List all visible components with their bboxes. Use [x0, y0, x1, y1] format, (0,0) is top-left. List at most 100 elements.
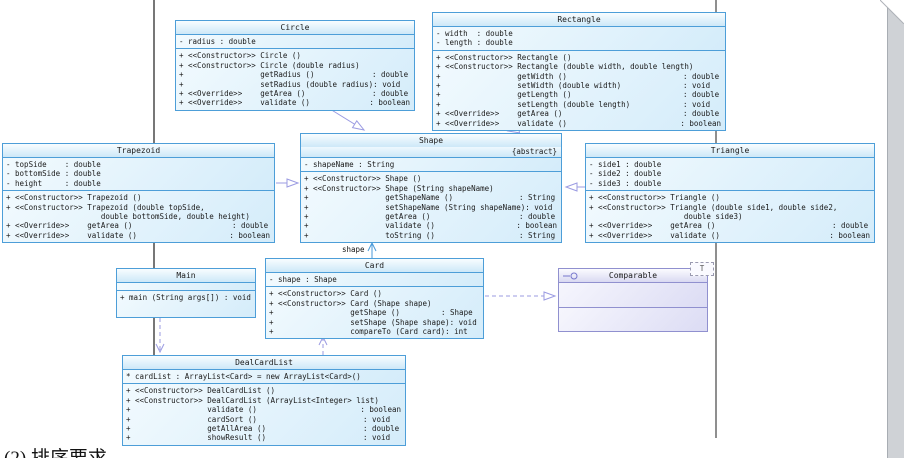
methods-compartment: + <<Constructor>> Triangle ()+ <<Constru…: [586, 190, 874, 243]
methods-compartment: + <<Constructor>> Shape ()+ <<Constructo…: [301, 171, 561, 243]
member-row: + <<Constructor>> Circle (): [179, 51, 301, 61]
interface-name: Comparable: [608, 271, 658, 280]
class-circle: Circle - radius : double + <<Constructor…: [175, 20, 415, 111]
association-role-label: shape: [342, 245, 365, 254]
member-row: + <<Constructor>> Shape (): [304, 174, 422, 184]
member-row: - bottomSide : double: [6, 169, 101, 179]
member-row: + setShape (Shape shape): void: [269, 317, 477, 327]
member-row: + <<Constructor>> Triangle (): [589, 193, 720, 203]
abstract-tag: {abstract}: [301, 147, 561, 157]
member-row: + <<Constructor>> Trapezoid (): [6, 193, 142, 203]
methods-compartment: + <<Constructor>> Circle ()+ <<Construct…: [176, 48, 414, 110]
member-row: + toString (): String: [304, 230, 556, 240]
member-row: + main (String args[]) : void: [120, 293, 251, 302]
type-parameter-box: T: [690, 262, 714, 276]
interface-title: Comparable: [559, 269, 707, 282]
member-row: - length : double: [436, 38, 513, 48]
attributes-compartment: - topSide : double- bottomSide : double-…: [3, 157, 274, 191]
member-row: + <<Override>> getArea (): double: [179, 89, 409, 99]
document-caption: (2) 排序要求: [4, 443, 107, 458]
class-title: Rectangle: [433, 13, 725, 26]
member-row: + <<Constructor>> Card (Shape shape): [269, 298, 432, 308]
methods-compartment: + <<Constructor>> Trapezoid ()+ <<Constr…: [3, 190, 274, 243]
member-row: + getShape (): Shape: [269, 308, 473, 318]
member-row: + compareTo (Card card): int: [269, 327, 468, 337]
member-row: + getShapeName (): String: [304, 193, 556, 203]
class-title: Card: [266, 259, 483, 272]
class-dealcardlist: DealCardList * cardList : ArrayList<Card…: [122, 355, 406, 446]
class-main: Main + main (String args[]) : void: [116, 268, 256, 318]
member-row: double bottomSide, double height): [6, 212, 250, 222]
member-row: - height : double: [6, 178, 101, 188]
member-row: + <<Override>> getArea (): double: [589, 221, 869, 231]
class-shape: Shape {abstract} - shapeName : String + …: [300, 133, 562, 244]
class-triangle: Triangle - side1 : double- side2 : doubl…: [585, 143, 875, 244]
attributes-compartment: * cardList : ArrayList<Card> = new Array…: [123, 369, 405, 384]
attributes-compartment: - width : double- length : double: [433, 26, 725, 50]
interface-comparable: Comparable: [558, 268, 708, 332]
member-row: - shape : Shape: [269, 275, 337, 284]
methods-compartment: + main (String args[]) : void: [117, 290, 255, 317]
attributes-compartment: - shapeName : String: [301, 157, 561, 172]
member-row: double side3): [589, 212, 743, 222]
member-row: - side3 : double: [589, 178, 662, 188]
member-row: + setShapeName (String shapeName): void: [304, 202, 553, 212]
member-row: - shapeName : String: [304, 160, 395, 169]
class-card: Card - shape : Shape + <<Constructor>> C…: [265, 258, 484, 340]
methods-compartment: + <<Constructor>> Card ()+ <<Constructor…: [266, 286, 483, 339]
member-row: + setRadius (double radius): void: [179, 79, 401, 89]
member-row: + validate (): boolean: [126, 405, 401, 415]
class-title: Main: [117, 269, 255, 282]
interface-lollipop-icon: [563, 272, 578, 280]
methods-compartment: + <<Constructor>> DealCardList ()+ <<Con…: [123, 383, 405, 445]
attributes-compartment: - radius : double: [176, 34, 414, 49]
methods-compartment: [559, 306, 707, 331]
member-row: + <<Override>> validate (): boolean: [589, 230, 870, 240]
attributes-compartment: [117, 282, 255, 290]
page-corner-fold: [880, 0, 904, 24]
member-row: + getWidth (): double: [436, 71, 720, 81]
class-rectangle: Rectangle - width : double- length : dou…: [432, 12, 726, 132]
member-row: + setLength (double length): void: [436, 99, 711, 109]
member-row: + <<Override>> getArea (): double: [436, 109, 720, 119]
member-row: + getAllArea (): double: [126, 424, 400, 434]
member-row: + cardSort (): void: [126, 414, 391, 424]
member-row: + <<Override>> validate (): boolean: [436, 118, 721, 128]
member-row: + setWidth (double width): void: [436, 81, 711, 91]
member-row: + <<Constructor>> Rectangle (double widt…: [436, 62, 694, 72]
class-title: DealCardList: [123, 356, 405, 369]
methods-compartment: + <<Constructor>> Rectangle ()+ <<Constr…: [433, 49, 725, 131]
scrollbar-track[interactable]: [887, 0, 904, 458]
member-row: - side1 : double: [589, 160, 662, 169]
member-row: + validate (): boolean: [304, 221, 557, 231]
member-row: - radius : double: [179, 37, 256, 46]
member-row: + <<Constructor>> DealCardList (ArrayLis…: [126, 395, 379, 405]
attributes-compartment: [559, 282, 707, 307]
member-row: + getLength (): double: [436, 90, 720, 100]
member-row: + <<Constructor>> Trapezoid (double topS…: [6, 202, 205, 212]
member-row: + <<Override>> validate (): boolean: [179, 98, 410, 108]
class-title: Triangle: [586, 144, 874, 157]
member-row: + <<Constructor>> Card (): [269, 289, 382, 299]
member-row: * cardList : ArrayList<Card> = new Array…: [126, 372, 361, 381]
class-title: Shape: [301, 134, 561, 147]
member-row: + showResult (): void: [126, 433, 391, 443]
attributes-compartment: - side1 : double- side2 : double- side3 …: [586, 157, 874, 191]
member-row: + <<Override>> validate (): boolean: [6, 230, 270, 240]
member-row: - topSide : double: [6, 160, 101, 169]
member-row: + <<Constructor>> Circle (double radius): [179, 60, 360, 70]
class-trapezoid: Trapezoid - topSide : double- bottomSide…: [2, 143, 275, 244]
generalization-circle-to-shape: [329, 108, 366, 131]
attributes-compartment: - shape : Shape: [266, 272, 483, 287]
member-row: + <<Constructor>> DealCardList (): [126, 386, 276, 396]
member-row: + <<Constructor>> Rectangle (): [436, 52, 572, 62]
member-row: - width : double: [436, 29, 513, 38]
member-row: + getArea (): double: [304, 212, 556, 222]
member-row: - side2 : double: [589, 169, 662, 179]
member-row: + <<Override>> getArea (): double: [6, 221, 269, 231]
class-title: Circle: [176, 21, 414, 34]
class-title: Trapezoid: [3, 144, 274, 157]
member-row: + getRadius (): double: [179, 70, 409, 80]
member-row: + <<Constructor>> Shape (String shapeNam…: [304, 183, 494, 193]
